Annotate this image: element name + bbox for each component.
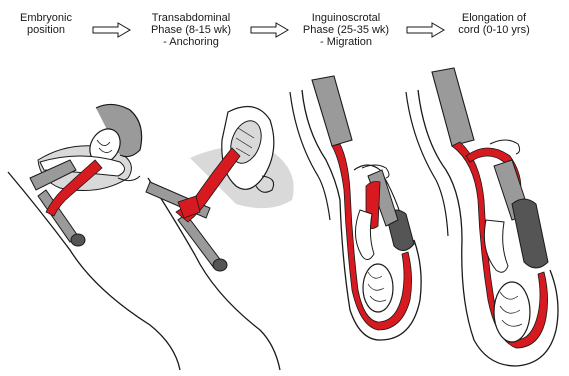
anatomy-illustration xyxy=(0,60,569,376)
testis xyxy=(494,282,530,342)
bulb xyxy=(71,234,85,246)
abdominal-wall xyxy=(8,172,180,370)
stage-elongation-drawing xyxy=(406,68,558,366)
stage-inguinoscrotal-drawing xyxy=(290,76,421,340)
arrow-right-icon xyxy=(250,22,290,38)
stage-label-embryonic: Embryonic position xyxy=(8,12,84,36)
arrow-right-icon xyxy=(92,22,132,38)
stage-embryonic-drawing xyxy=(8,104,180,370)
testis xyxy=(363,264,393,312)
stage-label-elongation: Elongation of cord (0-10 yrs) xyxy=(446,12,542,36)
stage-label-inguinoscrotal: Inguinoscrotal Phase (25-35 wk) - Migrat… xyxy=(290,12,402,48)
stage-transabdominal-drawing xyxy=(146,107,294,370)
stage-label-transabdominal: Transabdominal Phase (8-15 wk) - Anchori… xyxy=(140,12,242,48)
bulb xyxy=(213,259,227,271)
arrow-right-icon xyxy=(406,22,446,38)
bulb xyxy=(512,199,548,268)
